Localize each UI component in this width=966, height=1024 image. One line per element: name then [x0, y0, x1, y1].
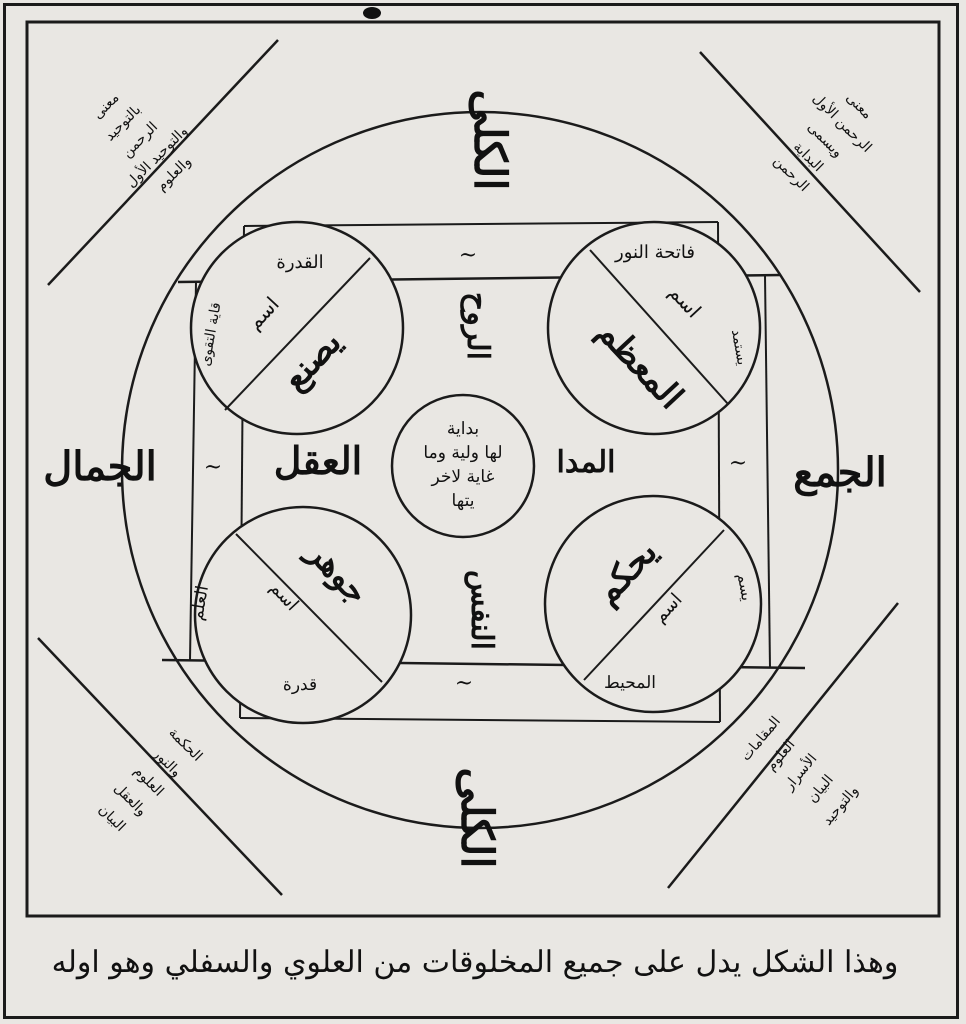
center-line-1: بداية — [447, 419, 479, 439]
mark-left: ~ — [204, 455, 222, 480]
axis-top: الكلى — [464, 89, 515, 190]
br-title: المحيط — [604, 673, 656, 693]
circle-top-left-divider — [224, 257, 371, 411]
mark-right: ~ — [729, 451, 747, 476]
center-line-2: لها ولية وما — [423, 443, 502, 463]
corner-line-bottom-left — [37, 637, 283, 896]
circle-top-right-divider — [589, 249, 729, 405]
circle-bottom-left — [193, 505, 413, 725]
axis-inner-left: العقل — [274, 438, 362, 483]
corner-line-top-left — [47, 39, 279, 286]
ink-blot — [363, 7, 381, 19]
center-line-3: غاية لاخر — [431, 467, 495, 487]
grid-line-right — [764, 275, 771, 669]
circle-top-left — [189, 220, 405, 436]
inner-border — [25, 20, 941, 918]
axis-inner-right: المدا — [557, 445, 616, 480]
corner-notes-bottom-left: الحكمة والنور العلوم والعقل البيان — [95, 725, 205, 835]
corner-line-bottom-right — [667, 602, 899, 889]
bl-side: قدرة — [283, 675, 317, 695]
axis-right: الجمع — [793, 449, 887, 497]
tr-title: فاتحة النور — [614, 242, 695, 263]
center-circle — [390, 393, 536, 539]
axis-left: الجمال — [43, 443, 157, 490]
caption: وهذا الشكل يدل على جميع المخلوقات من الع… — [51, 945, 899, 980]
axis-bottom: الكلى — [451, 767, 502, 868]
br-side: يسم — [734, 572, 757, 602]
circle-bottom-right — [543, 494, 763, 714]
note-bl-5: البيان — [95, 802, 128, 835]
tr-side: يستمد — [728, 328, 750, 366]
note-br-4: البيان — [805, 772, 837, 806]
axis-inner-bottom: النفس — [464, 570, 499, 650]
outer-frame — [3, 3, 959, 1019]
mark-bottom: ~ — [455, 671, 473, 696]
circle-bottom-left-divider — [235, 533, 383, 683]
mark-top: ~ — [459, 243, 477, 268]
tl-title: القدرة — [276, 252, 323, 273]
axis-inner-top: الروح — [460, 292, 495, 360]
center-line-4: يتها — [452, 491, 475, 511]
circle-bottom-right-divider — [583, 529, 725, 681]
corner-line-top-right — [699, 51, 921, 293]
corner-notes-bottom-right: المقامات العلوم الأسرار البيان والتوحيد — [738, 714, 862, 829]
outer-circle — [120, 110, 840, 830]
